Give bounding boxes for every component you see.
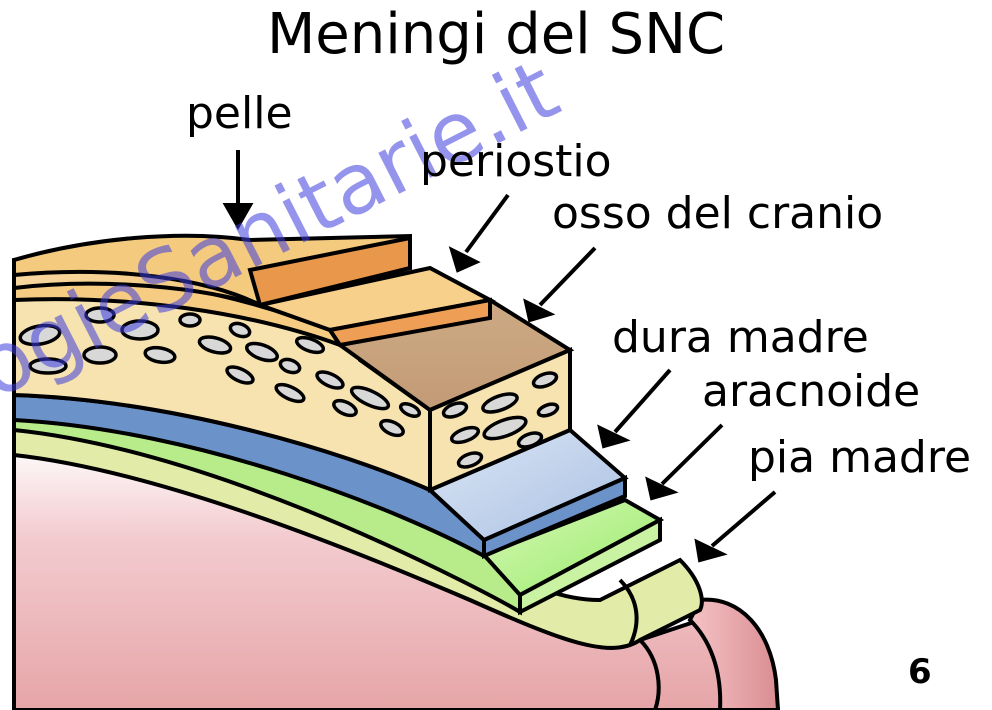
- arrow-osso-head: [526, 302, 550, 320]
- arrow-periostio: [466, 195, 508, 252]
- label-pelle: pelle: [186, 92, 293, 136]
- arrow-dura: [615, 370, 670, 432]
- arrow-pia-head: [697, 542, 722, 560]
- label-periostio: periostio: [420, 140, 612, 184]
- arrow-pia: [712, 492, 775, 546]
- arrow-aracnoide-head: [648, 480, 673, 498]
- label-aracnoide: aracnoide: [702, 370, 920, 414]
- arrow-periostio-head: [452, 250, 476, 270]
- label-pia: pia madre: [748, 436, 971, 480]
- label-osso: osso del cranio: [552, 192, 883, 236]
- page-number: 6: [908, 652, 932, 692]
- arrow-osso: [540, 248, 595, 305]
- diagram-title: Meningi del SNC: [0, 2, 992, 67]
- arrow-dura-head: [600, 428, 625, 446]
- label-dura: dura madre: [612, 316, 869, 360]
- arrow-aracnoide: [662, 425, 722, 484]
